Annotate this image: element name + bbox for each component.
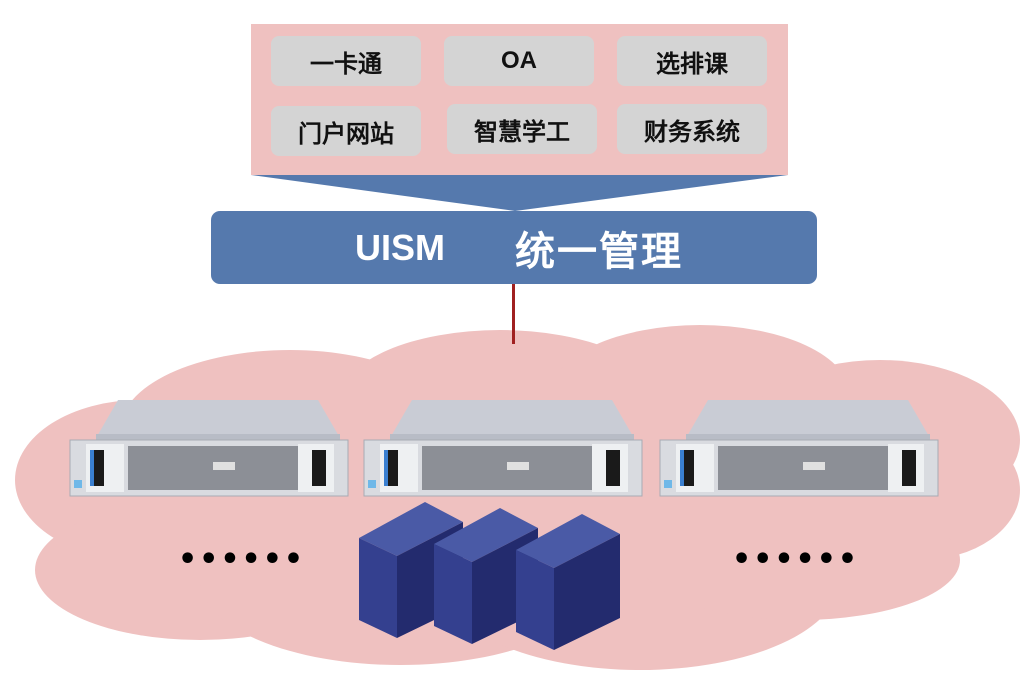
app-box-student-affairs: 智慧学工	[447, 104, 597, 154]
app-label: OA	[501, 47, 537, 74]
app-box-portal: 门户网站	[271, 106, 421, 156]
application-panel: 一卡通 OA 选排课 门户网站 智慧学工 财务系统	[251, 24, 788, 175]
management-title: 统一管理	[515, 228, 683, 275]
product-name: UISM	[355, 226, 445, 268]
app-label: 智慧学工	[474, 117, 570, 146]
more-servers-ellipsis-right: ••••••	[732, 542, 860, 577]
app-box-course: 选排课	[617, 36, 767, 86]
tower-server-icon	[434, 508, 538, 644]
tower-server-icon	[516, 514, 620, 650]
app-label: 一卡通	[310, 49, 382, 78]
connector-line	[512, 284, 515, 344]
app-label: 门户网站	[298, 119, 394, 148]
funnel-arrow	[251, 175, 788, 211]
app-box-oa: OA	[444, 36, 594, 86]
app-label: 选排课	[656, 49, 728, 78]
app-label: 财务系统	[644, 117, 740, 146]
more-servers-ellipsis-left: ••••••	[178, 542, 306, 577]
rack-server-icon	[363, 400, 643, 497]
rack-server-icon	[69, 400, 349, 497]
uism-management-bar: UISM 统一管理	[211, 211, 817, 284]
app-box-card: 一卡通	[271, 36, 421, 86]
app-box-finance: 财务系统	[617, 104, 767, 154]
rack-server-icon	[659, 400, 939, 497]
